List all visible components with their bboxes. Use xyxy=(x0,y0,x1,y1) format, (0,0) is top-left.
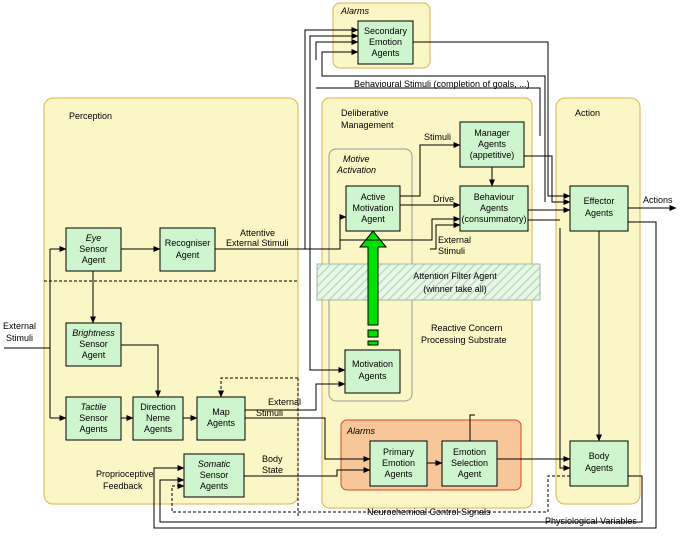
tactile-label-1: Tactile xyxy=(81,402,107,412)
body-label-1: Body xyxy=(589,451,610,461)
reactive-label-2: Processing Substrate xyxy=(421,335,507,345)
attention-filter-label-2: (winner take all) xyxy=(423,284,487,294)
behavioural-stimuli-label: Behavioural Stimuli (completion of goals… xyxy=(354,79,530,89)
map-label-2: Agents xyxy=(207,418,236,428)
perception-label: Perception xyxy=(69,111,112,121)
selection-label-2: Selection xyxy=(451,458,488,468)
direction-label-3: Agents xyxy=(144,424,173,434)
map-external-label-2: Stimuli xyxy=(256,408,283,418)
secondary-label-2: Emotion xyxy=(369,37,402,47)
brightness-label-1: Brightness xyxy=(72,328,115,338)
proprioceptive-label-2: Feedback xyxy=(103,481,143,491)
deliberative-label-1: Deliberative xyxy=(341,108,389,118)
recogniser-label-2: Agent xyxy=(176,250,200,260)
body-agent xyxy=(569,440,629,487)
manager-label-2: Agents xyxy=(478,139,507,149)
effector-label-1: Effector xyxy=(584,196,615,206)
effector-agent xyxy=(569,185,629,232)
primary-emotion-agent xyxy=(369,440,428,487)
map-external-label-1: External xyxy=(268,397,301,407)
attentive-label-1: Attentive xyxy=(240,228,275,238)
brightness-label-3: Agent xyxy=(82,350,106,360)
behaviour-external-label-2: Stimuli xyxy=(438,246,465,256)
active-motivation-agent xyxy=(345,185,401,232)
brightness-sensor-agent xyxy=(65,322,122,367)
external-stimuli-input-2: Stimuli xyxy=(6,333,33,343)
direction-label-1: Direction xyxy=(140,402,176,412)
stimuli-label: Stimuli xyxy=(424,132,451,142)
external-stimuli-input-1: External xyxy=(3,321,36,331)
emotion-selection-agent xyxy=(441,440,498,487)
alarms-bottom-label: Alarms xyxy=(346,426,376,436)
connections xyxy=(4,27,677,529)
motivation-label-2: Agents xyxy=(358,371,387,381)
body-label-2: Agents xyxy=(585,463,614,473)
motivation-agent xyxy=(344,349,401,394)
eye-label-2: Sensor xyxy=(79,244,108,254)
body-state-label-1: Body xyxy=(262,454,283,464)
actions-label: Actions xyxy=(643,195,673,205)
primary-label-1: Primary xyxy=(383,447,414,457)
brightness-label-2: Sensor xyxy=(79,339,108,349)
attention-filter-label-1: Attention Filter Agent xyxy=(413,271,497,281)
effector-label-2: Agents xyxy=(585,208,614,218)
reactive-label-1: Reactive Concern xyxy=(431,323,503,333)
motivation-label-1: Motivation xyxy=(352,359,393,369)
green-drive-arrow xyxy=(358,230,388,346)
tactile-label-2: Sensor xyxy=(79,413,108,423)
selection-label-1: Emotion xyxy=(453,447,486,457)
somatic-label-2: Sensor xyxy=(200,470,229,480)
motive-label-2: Activation xyxy=(336,165,376,175)
manager-label-1: Manager xyxy=(474,128,510,138)
direction-label-2: Neme xyxy=(146,413,170,423)
neurochemical-label: Neurochemical Control Signals xyxy=(367,507,491,517)
active-motivation-label-3: Agent xyxy=(361,214,385,224)
somatic-sensor-agent xyxy=(183,453,245,498)
primary-label-2: Emotion xyxy=(382,458,415,468)
behaviour-label-1: Behaviour xyxy=(474,192,515,202)
proprioceptive-label-1: Proprioceptive xyxy=(96,469,154,479)
tactile-label-3: Agents xyxy=(79,424,108,434)
secondary-label-1: Secondary xyxy=(364,26,408,36)
active-motivation-label-2: Motivation xyxy=(352,203,393,213)
secondary-label-3: Agents xyxy=(371,48,400,58)
attentive-label-2: External Stimuli xyxy=(226,238,289,248)
perception-region xyxy=(43,97,299,505)
body-state-label-2: State xyxy=(262,465,283,475)
attention-filter-band xyxy=(316,263,541,301)
alarms-top-label: Alarms xyxy=(340,6,370,16)
somatic-label-3: Agents xyxy=(200,481,229,491)
recogniser-agent xyxy=(159,227,216,272)
manager-label-3: (appetitive) xyxy=(470,150,515,160)
primary-label-3: Agents xyxy=(384,469,413,479)
map-label-1: Map xyxy=(212,407,230,417)
drive-label: Drive xyxy=(433,194,454,204)
eye-label-3: Agent xyxy=(82,255,106,265)
physiological-label: Physiological Variables xyxy=(545,516,637,526)
selection-label-3: Agent xyxy=(458,469,482,479)
deliberative-label-2: Management xyxy=(341,120,394,130)
eye-label-1: Eye xyxy=(86,233,102,243)
behaviour-label-2: Agents xyxy=(480,203,509,213)
behaviour-external-label-1: External xyxy=(438,235,471,245)
behaviour-label-3: (consummatory) xyxy=(461,214,526,224)
somatic-label-1: Somatic xyxy=(198,459,231,469)
active-motivation-label-1: Active xyxy=(361,192,386,202)
motive-label-1: Motive xyxy=(343,154,370,164)
action-label: Action xyxy=(575,108,600,118)
manager-agent xyxy=(459,121,525,168)
behaviour-agent xyxy=(459,185,529,232)
recogniser-label-1: Recogniser xyxy=(165,238,211,248)
